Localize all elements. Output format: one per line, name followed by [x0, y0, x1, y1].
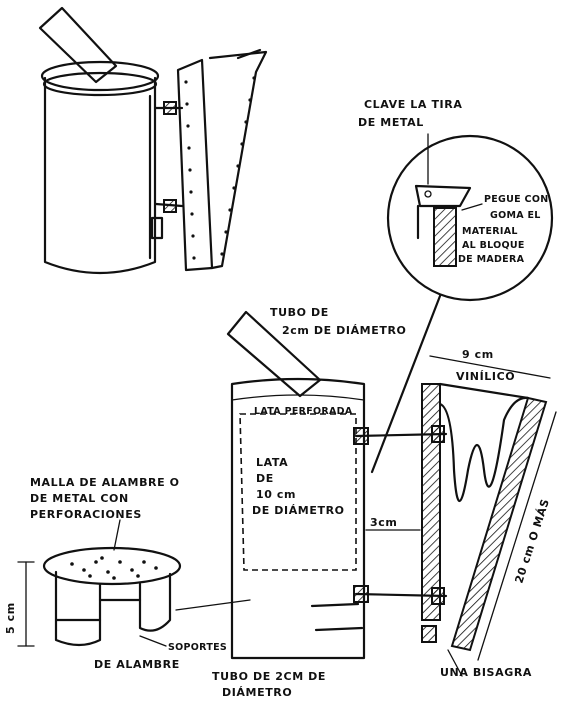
- perforation-dots: [184, 76, 256, 260]
- label-clave-line2: DE METAL: [358, 116, 424, 129]
- label-soportes-line1: SOPORTES: [168, 642, 227, 653]
- label-lata-line1: LATA: [256, 456, 288, 469]
- label-tubo-top-line2: 2cm DE DIÁMETRO: [282, 324, 406, 337]
- label-malla-line1: MALLA DE ALAMBRE O: [30, 476, 180, 489]
- label-pegue-line3: MATERIAL: [462, 226, 518, 237]
- label-3cm: 3cm: [370, 516, 397, 529]
- label-pegue-line5: DE MADERA: [458, 254, 525, 265]
- label-9cm: 9 cm: [462, 348, 494, 361]
- label-bisagra: UNA BISAGRA: [440, 666, 532, 679]
- detail-callout: [370, 133, 554, 474]
- label-lata-perforada: LATA PERFORADA: [254, 406, 353, 417]
- label-5cm: 5 cm: [4, 602, 17, 634]
- assembled-smoker: [38, 6, 268, 275]
- label-tubo-bottom-line1: TUBO DE 2CM DE: [212, 670, 326, 683]
- label-20cm: 20 cm O MÁS: [512, 497, 552, 585]
- label-malla-line3: PERFORACIONES: [30, 508, 142, 521]
- label-soportes-line2: DE ALAMBRE: [94, 658, 180, 671]
- exploded-smoker: [226, 310, 557, 677]
- label-lata-line4: DE DIÁMETRO: [252, 504, 345, 517]
- label-lata-line3: 10 cm: [256, 488, 296, 501]
- label-clave-line1: CLAVE LA TIRA: [364, 98, 462, 111]
- label-tubo-bottom-line2: DIÁMETRO: [222, 686, 292, 699]
- label-pegue-line4: AL BLOQUE: [462, 240, 525, 251]
- label-vinilico: VINÍLICO: [456, 370, 515, 383]
- label-malla-line2: DE METAL CON: [30, 492, 129, 505]
- label-pegue-line2: GOMA EL: [490, 210, 541, 221]
- label-pegue-line1: PEGUE CON: [484, 194, 548, 205]
- label-tubo-top-line1: TUBO DE: [270, 306, 329, 319]
- mesh-holes: [70, 556, 158, 580]
- label-lata-line2: DE: [256, 472, 274, 485]
- mesh-basket: [17, 519, 251, 647]
